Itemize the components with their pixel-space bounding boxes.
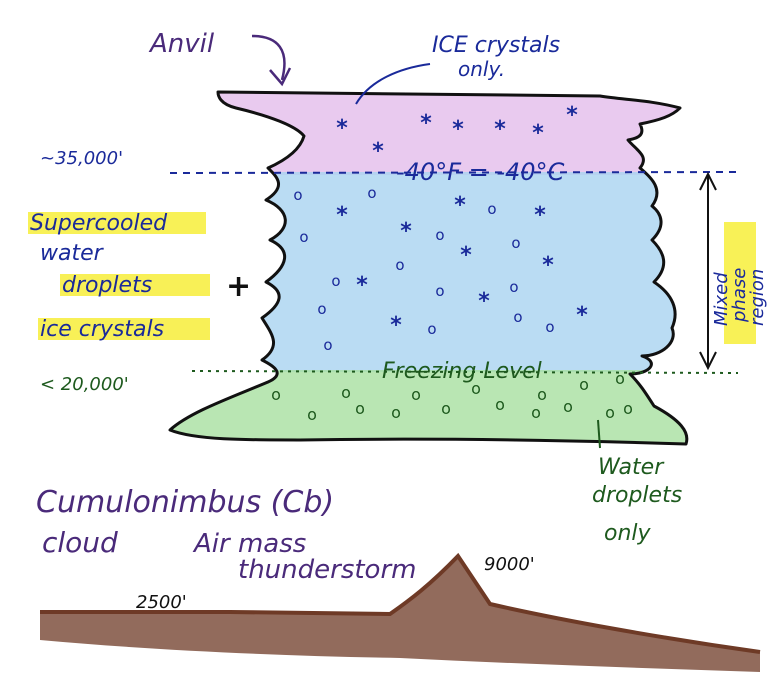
water-droplet: o xyxy=(323,336,332,354)
water-droplet: o xyxy=(487,200,496,218)
elevation-peak-label: 9000' xyxy=(484,554,535,575)
ice-crystal: * xyxy=(336,116,348,141)
water-droplet: o xyxy=(545,318,554,336)
water-droplet: o xyxy=(341,383,351,402)
water-droplet: o xyxy=(299,228,308,246)
mixed-phase-label-line3: region xyxy=(747,269,768,326)
ice-crystal: * xyxy=(420,111,432,136)
ice-crystal: * xyxy=(400,219,412,244)
water-droplets-pointer xyxy=(597,419,601,449)
water-droplet: o xyxy=(293,186,302,204)
ice-crystal: * xyxy=(478,289,490,314)
altitude-high-label: ~35,000' xyxy=(40,148,123,169)
highlight-supercooled xyxy=(28,212,206,234)
mixed-phase-arrow-bottom xyxy=(699,351,717,371)
water-droplet: o xyxy=(427,320,436,338)
ice-crystal: * xyxy=(532,121,544,146)
ice-crystal: * xyxy=(534,203,546,228)
water-droplet: o xyxy=(531,403,541,422)
water-droplets-label-line3: only xyxy=(604,521,652,546)
water-droplet: o xyxy=(509,278,518,296)
water-droplet: o xyxy=(435,226,444,244)
water-droplet: o xyxy=(391,403,401,422)
storm-type-label-line2: thunderstorm xyxy=(238,555,416,585)
water-droplet: o xyxy=(355,399,365,418)
water-droplet: o xyxy=(441,399,451,418)
water-droplet: o xyxy=(307,405,317,424)
ice-crystal: * xyxy=(372,139,384,164)
ice-crystal: * xyxy=(390,313,402,338)
anvil-label: Anvil xyxy=(148,29,215,59)
ice-crystal-symbols: * * * * * * * * * * * * * * * * * xyxy=(336,103,588,338)
ice-crystal: * xyxy=(542,253,554,278)
water-droplet: o xyxy=(435,282,444,300)
highlight-mixed-phase xyxy=(724,222,756,344)
water-droplet: o xyxy=(495,395,505,414)
cloud-outline xyxy=(168,90,689,446)
mixed-phase-arrow-top xyxy=(699,171,717,191)
cloud-name-label-line1: Cumulonimbus (Cb) xyxy=(36,485,334,520)
ice-crystal: * xyxy=(494,117,506,142)
supercooled-label-line3: droplets xyxy=(62,273,152,298)
water-droplet: o xyxy=(271,385,281,404)
mixed-phase-label-line2: phase xyxy=(729,268,750,323)
ice-crystals-label: ice crystals xyxy=(40,317,164,342)
supercooled-droplet-symbols: o o o o o o o o o o o o o o o xyxy=(293,184,554,354)
ice-crystals-pointer xyxy=(355,63,431,105)
anvil-arrow-head xyxy=(269,67,292,87)
water-droplets-label-line2: droplets xyxy=(592,483,682,508)
water-droplet: o xyxy=(317,300,326,318)
supercooled-label-line1: Supercooled xyxy=(30,211,168,236)
ice-crystal: * xyxy=(460,243,472,268)
water-droplet: o xyxy=(513,308,522,326)
ice-crystal: * xyxy=(454,193,466,218)
ice-crystal: * xyxy=(356,273,368,298)
highlights xyxy=(28,212,756,344)
elevation-ground-label: 2500' xyxy=(136,592,187,613)
ice-crystals-only-label-line1: ICE crystals xyxy=(432,33,560,58)
ice-crystal: * xyxy=(566,103,578,128)
water-droplet: o xyxy=(605,403,615,422)
water-droplet: o xyxy=(471,379,481,398)
water-droplet: o xyxy=(395,256,404,274)
minus-40-level-line xyxy=(169,171,739,174)
plus-sign: + xyxy=(226,269,251,304)
cloud-name-label-line2: cloud xyxy=(42,526,118,559)
storm-type-label-line1: Air mass xyxy=(192,529,306,559)
water-droplet: o xyxy=(623,399,633,418)
water-droplet: o xyxy=(367,184,376,202)
highlight-ice-crystals xyxy=(38,318,210,340)
temperature-label: -40°F = -40°C xyxy=(396,158,565,186)
ice-crystals-only-label-line2: only. xyxy=(458,57,505,81)
ground-fill xyxy=(40,556,760,672)
water-droplet: o xyxy=(579,375,589,394)
anvil-arrow xyxy=(251,34,286,81)
water-droplet: o xyxy=(511,234,520,252)
freezing-level-label: Freezing Level xyxy=(382,359,542,384)
freezing-level-line xyxy=(191,370,739,374)
supercooled-label-line2: water xyxy=(40,241,105,266)
water-droplet: o xyxy=(537,385,547,404)
water-droplet: o xyxy=(411,385,421,404)
highlight-droplets xyxy=(60,274,210,296)
altitude-low-label: < 20,000' xyxy=(40,374,129,395)
water-droplet: o xyxy=(615,369,625,388)
ground-line xyxy=(40,552,761,654)
ice-crystal: * xyxy=(336,203,348,228)
water-droplet: o xyxy=(331,272,340,290)
ice-crystal: * xyxy=(576,303,588,328)
ice-crystal: * xyxy=(452,117,464,142)
water-droplet-symbols: o o o o o o o o o o o o o o o o xyxy=(271,369,633,424)
water-droplets-label-line1: Water xyxy=(598,455,665,480)
water-droplet: o xyxy=(563,397,573,416)
mixed-phase-label-line1: Mixed xyxy=(711,272,732,326)
